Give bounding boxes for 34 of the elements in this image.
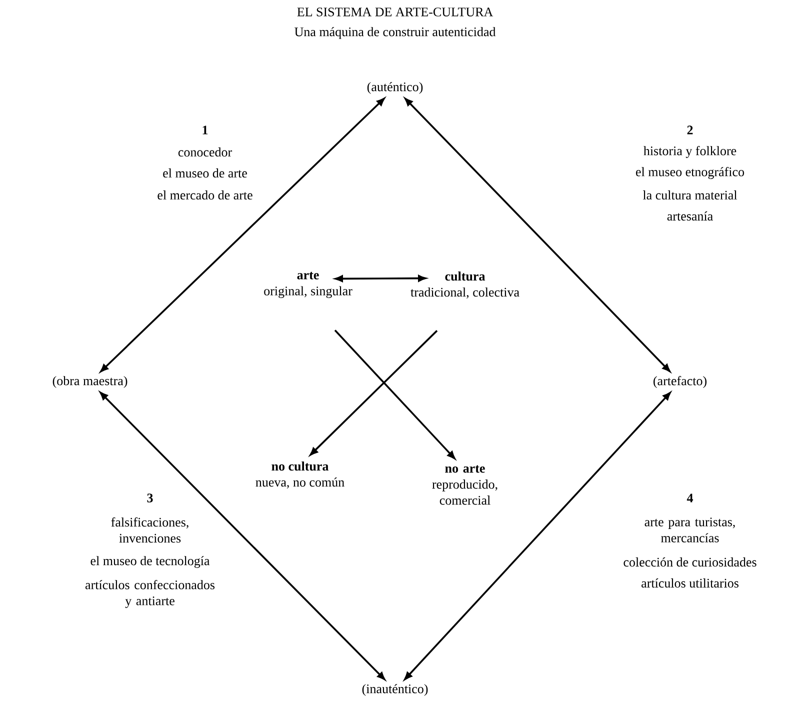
arrow — [100, 392, 386, 680]
note-text: el museo de arte — [163, 168, 247, 178]
note-text: el mercado de arte — [158, 190, 252, 200]
concept-label: no cultura nueva, no común — [256, 461, 344, 488]
note-text: arte para turistas, mercancías — [644, 518, 735, 542]
quadrant-number: 3 — [147, 494, 153, 502]
arrow — [404, 98, 670, 372]
arrow — [334, 274, 426, 282]
note-text: artesanía — [667, 211, 713, 221]
note-text: la cultura material — [643, 190, 738, 200]
arrow — [310, 330, 438, 456]
note-text: falsificaciones, invenciones — [111, 517, 188, 543]
title: EL SISTEMA DE ARTE-CULTURA — [297, 8, 494, 16]
note-text: artículos utilitarios — [642, 578, 738, 588]
quadrant-number: 2 — [687, 126, 693, 134]
pole-label: (inauténtico) — [362, 684, 428, 696]
note-text: historia y folklore — [644, 146, 736, 158]
arrow — [100, 98, 385, 372]
arrow — [334, 330, 456, 460]
note-text: el museo etnográfico — [636, 167, 744, 179]
pole-label: (obra maestra) — [52, 376, 128, 388]
subtitle: Una máquina de construir autenticidad — [294, 27, 496, 39]
concept-label: no arte reproducido, comercial — [432, 465, 498, 505]
note-text: artículos confeccionados y antiarte — [85, 580, 215, 608]
note-text: colección de curiosidades — [624, 557, 756, 567]
quadrant-number: 1 — [202, 126, 208, 134]
note-text: conocedor — [178, 147, 232, 157]
concept-label: cultura tradicional, colectiva — [410, 271, 520, 298]
pole-label: (artefacto) — [654, 376, 706, 388]
note-text: el museo de tecnología — [90, 556, 210, 568]
pole-label: (auténtico) — [367, 82, 423, 94]
arrow — [404, 392, 671, 680]
quadrant-number: 4 — [686, 494, 693, 502]
concept-label: arte original, singular — [264, 272, 352, 298]
